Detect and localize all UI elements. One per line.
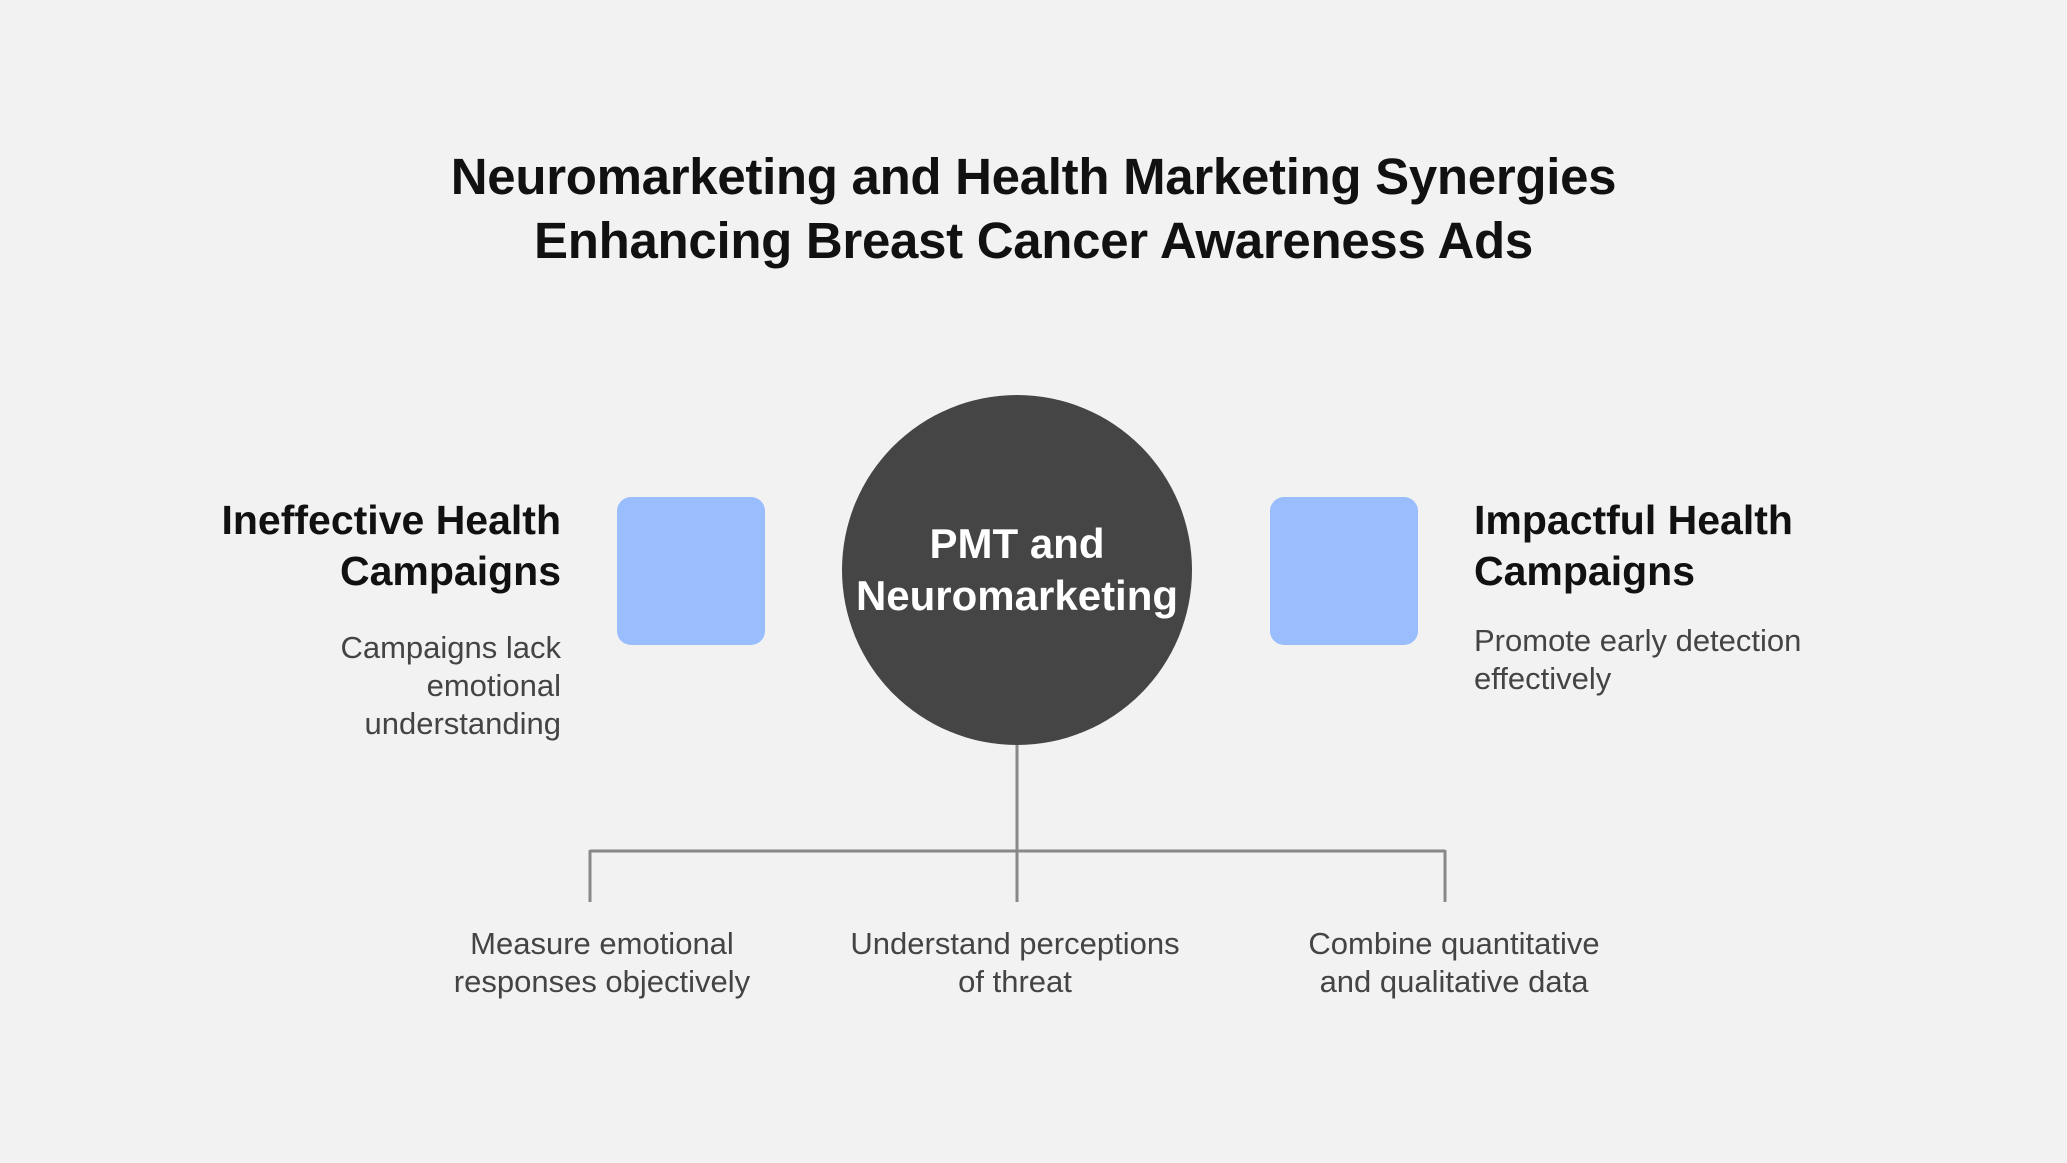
right-heading-line-2: Campaigns [1474,548,1695,594]
central-hub-circle: PMT and Neuromarketing [842,395,1192,745]
branch-left-line-1: Measure emotional [470,926,734,961]
right-heading-line-1: Impactful Health [1474,497,1793,543]
left-desc-line-2: emotional [426,668,561,703]
hub-label-line-2: Neuromarketing [855,572,1179,619]
left-heading: Ineffective Health Campaigns [222,495,562,597]
right-heading: Impactful Health Campaigns [1474,495,1793,597]
left-heading-line-2: Campaigns [340,548,561,594]
branch-label-center: Understand perceptions of threat [815,925,1215,1001]
left-description: Campaigns lack emotional understanding [340,629,561,743]
title-line-2: Enhancing Breast Cancer Awareness Ads [534,212,1533,269]
right-description: Promote early detection effectively [1474,622,1801,698]
branch-center-line-1: Understand perceptions [850,926,1180,961]
branch-right-line-2: and qualitative data [1319,964,1589,999]
left-square-node [617,497,765,645]
hub-label-line-1: PMT and [929,520,1105,567]
right-square-node [1270,497,1418,645]
branch-center-line-2: of threat [958,964,1072,999]
branch-label-right: Combine quantitative and qualitative dat… [1254,925,1654,1001]
branch-left-line-2: responses objectively [453,964,751,999]
title-line-1: Neuromarketing and Health Marketing Syne… [450,148,1617,205]
branch-label-left: Measure emotional responses objectively [402,925,802,1001]
right-desc-line-1: Promote early detection [1474,623,1802,658]
left-heading-line-1: Ineffective Health [221,497,562,543]
branch-right-line-1: Combine quantitative [1308,926,1600,961]
left-desc-line-3: understanding [364,706,562,741]
left-desc-line-1: Campaigns lack [340,630,561,665]
right-desc-line-2: effectively [1474,661,1612,696]
diagram-title: Neuromarketing and Health Marketing Syne… [0,145,2067,273]
